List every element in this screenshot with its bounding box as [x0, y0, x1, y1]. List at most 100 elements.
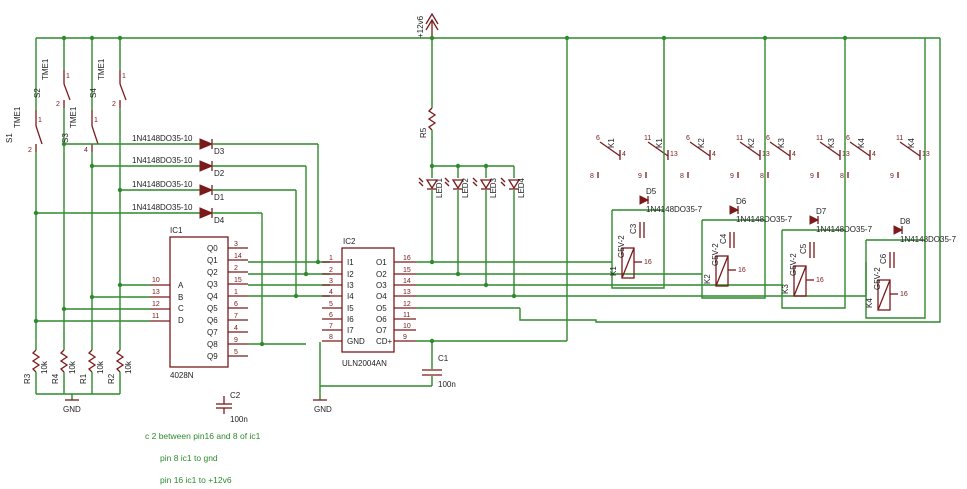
switch-s1-label: S1 [5, 133, 14, 143]
ic1-label: IC1 [170, 226, 183, 235]
ic2-pin-i3-name: I3 [347, 281, 354, 290]
ic2-part: ULN2004AN [342, 359, 387, 368]
relay-k4-contact-label-1: K4 [857, 138, 866, 148]
input-diode-d4: 1N4148DO35-10 D4 [33, 203, 262, 225]
svg-text:8: 8 [760, 173, 764, 180]
relay-k1-contact-label-1: K1 [607, 138, 616, 148]
ic1-pin-q5-num: 6 [234, 301, 238, 308]
ic2-pin-o5-name: O5 [376, 304, 387, 313]
ic1-pin-q6-num: 7 [234, 313, 238, 320]
input-diode-d2: 1N4148DO35-10 D2 [89, 156, 306, 178]
switch-s3: 1 4 S3 TME1 [61, 38, 99, 350]
ic1-4028n: IC1 4028N A B C D 10 13 12 11 3Q014Q12Q2… [150, 226, 248, 380]
led-2-label: LED2 [461, 177, 470, 198]
svg-text:9: 9 [638, 173, 642, 180]
ic1-pin-q6-name: Q6 [207, 316, 218, 325]
ic2-pin-i5-name: I5 [347, 304, 354, 313]
ic1-pin-q9-name: Q9 [207, 352, 218, 361]
svg-text:13: 13 [762, 151, 770, 158]
svg-text:2: 2 [112, 101, 116, 108]
svg-text:11: 11 [816, 135, 823, 142]
ic2-pin-i4-name: I4 [347, 292, 354, 301]
ic2-pin-o1-name: O1 [376, 258, 387, 267]
svg-text:2: 2 [56, 101, 60, 108]
relay-k4-coil-name: K4 [865, 298, 874, 308]
svg-text:11: 11 [644, 135, 651, 142]
resistor-r4-value: 10k [68, 360, 77, 374]
ic2-pin-i1-name: I1 [347, 258, 354, 267]
svg-text:4: 4 [84, 147, 88, 154]
note-1: c 2 between pin16 and 8 of ic1 [145, 431, 261, 441]
resistor-r2-label: R2 [107, 373, 116, 384]
ic1-pin-q7-num: 4 [234, 325, 238, 332]
resistor-r1: R1 10k [79, 349, 105, 394]
ic2-pin-i4-num: 4 [329, 289, 333, 296]
ic1-pin-b-num: 13 [152, 289, 160, 296]
relay-k2-contact-label-2: K2 [747, 138, 756, 148]
ic2-pin-cdplus-name: CD+ [376, 337, 393, 346]
ic2-output-wires [416, 196, 866, 309]
led-1: LED1 [418, 166, 444, 198]
power-rail-label: +12v6 [416, 15, 425, 38]
ic1-output-wires [248, 259, 330, 347]
ic2-pin-i2-name: I2 [347, 270, 354, 279]
relay-k3-cap-label: C5 [799, 243, 808, 254]
ic1-pin-q2-name: Q2 [207, 268, 218, 277]
svg-text:6: 6 [596, 135, 600, 142]
relay-k4-diode-part: 1N4148DO35-7 [900, 235, 957, 244]
input-diode-d2-part: 1N4148DO35-10 [132, 156, 193, 165]
switch-s4-part: TME1 [97, 58, 106, 80]
resistor-r3: R3 10k [23, 349, 49, 394]
power-rail: +12v6 [36, 12, 940, 41]
svg-text:8: 8 [680, 173, 684, 180]
input-diode-d4-part: 1N4148DO35-10 [132, 203, 193, 212]
ic1-part: 4028N [170, 371, 194, 380]
relay-k4-coil-part: G5V-2 [873, 267, 882, 290]
capacitor-c1-value: 100n [438, 380, 456, 389]
led-bus [429, 163, 514, 169]
relay-k4-cap-label: C6 [879, 253, 888, 264]
gnd-label-ic2: GND [314, 405, 332, 414]
svg-text:4: 4 [622, 151, 626, 158]
ic1-pin-q1-num: 14 [234, 253, 242, 260]
ic2-pin-o7-name: O7 [376, 326, 387, 335]
input-diode-d3-part: 1N4148DO35-10 [132, 134, 193, 143]
relay-k3-coil-part: G5V-2 [789, 253, 798, 276]
ic2-pin-o5-num: 12 [403, 301, 411, 308]
ic1-pin-q3-num: 15 [234, 277, 242, 284]
relay-k1-diode-label: D5 [646, 187, 657, 196]
resistor-r2: R2 10k [107, 349, 133, 394]
relay-k4-contact-label-2: K4 [907, 138, 916, 148]
ic1-pin-q8-name: Q8 [207, 340, 218, 349]
relay-k2-contact-label-1: K2 [697, 138, 706, 148]
ic2-pin-i5-num: 5 [329, 301, 333, 308]
switch-s1: 1 2 S1 TME1 [5, 38, 43, 350]
ic1-pin-d-name: D [178, 316, 184, 325]
svg-text:13: 13 [670, 151, 678, 158]
resistor-r5-label: R5 [419, 127, 428, 138]
input-diode-d3: 1N4148DO35-10 D3 [61, 134, 318, 156]
ic2-pin-o6-num: 11 [403, 312, 410, 319]
relay-k3-coil-name: K3 [781, 284, 790, 294]
capacitor-c1-label: C1 [438, 354, 449, 363]
svg-text:11: 11 [736, 135, 743, 142]
relay-k3-diode-part: 1N4148DO35-7 [816, 225, 873, 234]
ic1-pin-q9-num: 5 [234, 349, 238, 356]
relay-k2-coil-part: G5V-2 [711, 243, 720, 266]
ic1-input-wires [33, 282, 150, 324]
note-2: pin 8 ic1 to gnd [160, 453, 218, 463]
capacitor-c2: C2 100n [216, 391, 248, 424]
relay-k1-cap-label: C3 [629, 223, 638, 234]
ic1-pin-d-num: 11 [152, 313, 159, 320]
ic2-pin-o4-name: O4 [376, 292, 387, 301]
relay-k2-diode-part: 1N4148DO35-7 [736, 215, 793, 224]
ic2-pin-i6-num: 6 [329, 312, 333, 319]
ic2-pin-i2-num: 2 [329, 267, 333, 274]
